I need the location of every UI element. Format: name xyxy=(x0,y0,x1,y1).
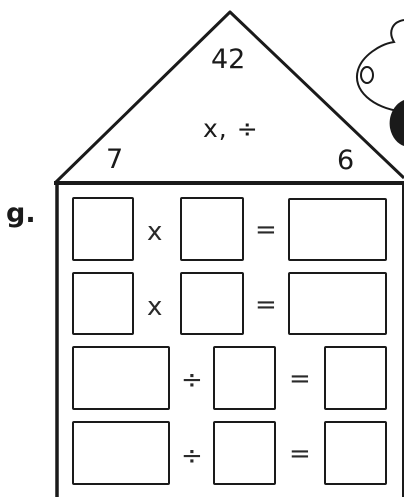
operator-symbol: x xyxy=(147,219,162,245)
equals-symbol: = xyxy=(255,292,277,318)
quotient-box[interactable] xyxy=(324,421,387,485)
product-box[interactable] xyxy=(288,198,387,261)
factor-box-2[interactable] xyxy=(180,272,244,335)
operator-symbol: ÷ xyxy=(181,367,203,393)
divisor-box[interactable] xyxy=(213,346,276,410)
operations-label: x, ÷ xyxy=(203,116,259,141)
cartoon-cow-icon xyxy=(357,20,404,146)
equals-symbol: = xyxy=(289,366,311,392)
dividend-box[interactable] xyxy=(72,346,170,410)
problem-label: g. xyxy=(6,200,36,227)
product-box[interactable] xyxy=(288,272,387,335)
quotient-box[interactable] xyxy=(324,346,387,410)
operator-symbol: ÷ xyxy=(181,443,203,469)
factor-box-1[interactable] xyxy=(72,272,134,335)
factor-box-1[interactable] xyxy=(72,197,134,261)
equals-symbol: = xyxy=(289,441,311,467)
divisor-box[interactable] xyxy=(213,421,276,485)
dividend-box[interactable] xyxy=(72,421,170,485)
right-number: 6 xyxy=(337,147,354,174)
factor-box-2[interactable] xyxy=(180,197,244,261)
equals-symbol: = xyxy=(255,217,277,243)
operator-symbol: x xyxy=(147,294,162,320)
top-number: 42 xyxy=(211,46,245,73)
left-number: 7 xyxy=(106,146,123,173)
